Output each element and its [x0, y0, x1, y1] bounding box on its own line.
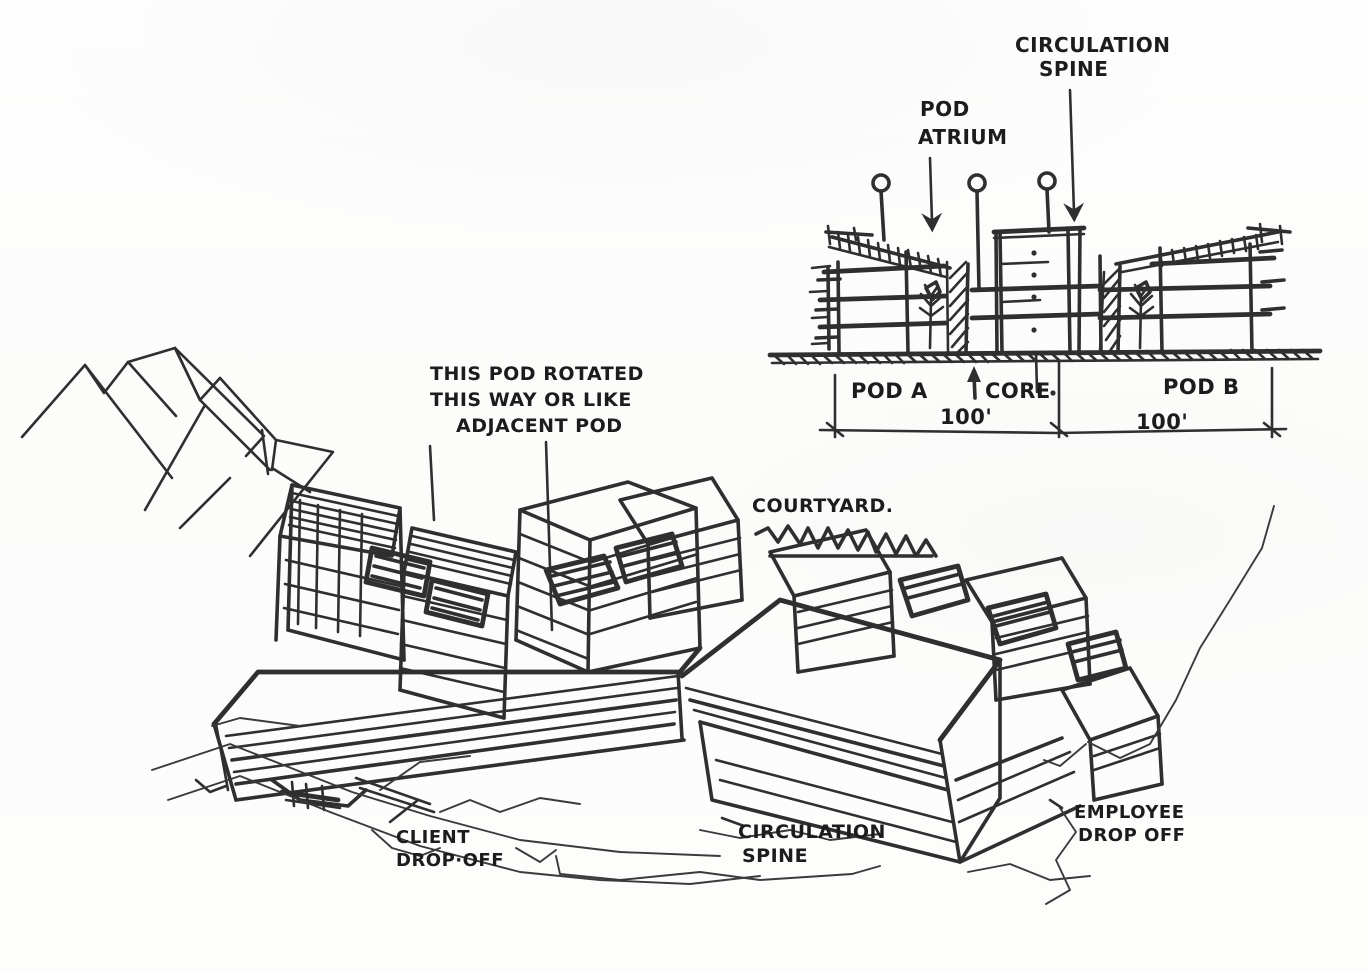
site-contours [151, 505, 1275, 905]
section-pod-a [808, 224, 952, 354]
label-rotated-pod-l2: THIS WAY OR LIKE [430, 389, 632, 411]
ghost-sawtooth-roofs [20, 346, 335, 558]
plan-pod-4 [613, 476, 744, 620]
label-rotated-pod-l1: THIS POD ROTATED [430, 363, 644, 385]
lollipop-2 [967, 173, 987, 292]
label-rotated-pod-l3: ADJACENT POD [456, 415, 623, 437]
section-zone-labels: POD A CORE POD B [851, 366, 1240, 403]
label-circulation-spine-section-l1: CIRCULATION [1015, 33, 1170, 57]
label-circulation-spine-plan-l2: SPINE [742, 845, 808, 867]
plan-leaders [388, 440, 1064, 828]
label-pod-atrium-l1: POD [920, 97, 970, 121]
label-client-drop-off-l2: DROP·OFF [396, 850, 504, 871]
label-courtyard: COURTYARD. [752, 495, 894, 517]
label-pod-atrium-l2: ATRIUM [918, 125, 1008, 149]
plan-pod-7-right [1060, 629, 1164, 802]
label-circulation-spine-plan-l1: CIRCULATION [738, 821, 886, 843]
plan-pod-1 [274, 483, 433, 662]
dimension-100-left: 100' [940, 405, 992, 429]
section-pod-b [1097, 222, 1292, 354]
section-leaders [921, 88, 1085, 233]
label-employee-drop-off-l2: DROP OFF [1078, 825, 1185, 846]
dimension-100-right: 100' [1136, 410, 1188, 434]
section-pod-a-atrium [918, 260, 970, 354]
plan-circulation-spine-bar [211, 597, 1082, 864]
plan-annotations: THIS POD ROTATED THIS WAY OR LIKE ADJACE… [396, 363, 1185, 871]
courtyard-squiggle [754, 524, 938, 558]
lollipop-3 [1037, 171, 1057, 234]
plan-pod-5 [768, 528, 971, 674]
section-dimension-line: 100' 100' [818, 358, 1288, 439]
section-core [969, 225, 1103, 394]
label-employee-drop-off-l1: EMPLOYEE [1074, 802, 1185, 823]
lollipop-1 [871, 173, 891, 242]
plan-axonometric: THIS POD ROTATED THIS WAY OR LIKE ADJACE… [20, 346, 1275, 905]
section-annotations: CIRCULATION SPINE POD ATRIUM [918, 33, 1170, 149]
ground-line-hatch [767, 348, 1323, 366]
label-core: CORE [985, 379, 1051, 403]
roof-lollipop-markers [871, 171, 1057, 292]
label-pod-a: POD A [851, 379, 928, 403]
label-circulation-spine-section-l2: SPINE [1039, 57, 1108, 81]
section-drawing: CIRCULATION SPINE POD ATRIUM POD A CORE … [767, 33, 1323, 439]
plan-pod-6 [964, 556, 1092, 702]
plan-pod-3-rotated [514, 480, 702, 674]
label-pod-b: POD B [1163, 375, 1240, 399]
label-client-drop-off-l1: CLIENT [396, 827, 470, 848]
